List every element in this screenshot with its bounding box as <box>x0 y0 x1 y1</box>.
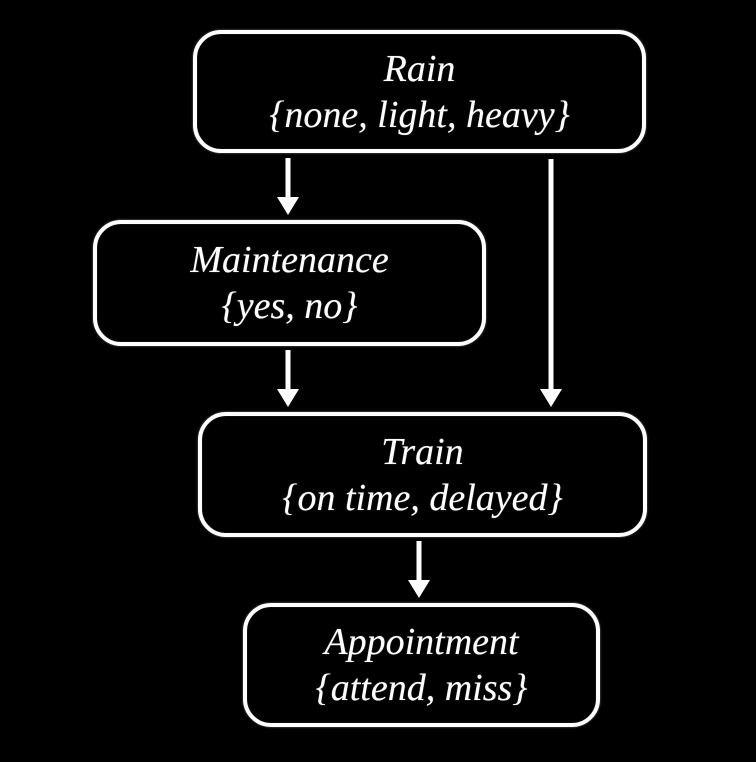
node-maintenance: Maintenance {yes, no} <box>93 220 486 346</box>
edge-rain-to-maintenance-arrow <box>277 158 299 215</box>
node-train-label: Train <box>381 430 464 473</box>
node-rain: Rain {none, light, heavy} <box>193 30 646 153</box>
node-appointment: Appointment {attend, miss} <box>243 603 600 727</box>
edge-maintenance-to-train-arrow <box>277 350 299 407</box>
edge-train-to-appointment-arrow <box>408 541 430 598</box>
node-maintenance-values: {yes, no} <box>221 285 358 327</box>
node-train-values: {on time, delayed} <box>282 476 563 519</box>
node-appointment-label: Appointment <box>324 621 519 663</box>
node-appointment-values: {attend, miss} <box>315 667 528 709</box>
node-train: Train {on time, delayed} <box>198 412 647 537</box>
node-maintenance-label: Maintenance <box>190 239 389 281</box>
node-rain-label: Rain <box>383 47 456 90</box>
edge-rain-to-train-arrow <box>540 159 562 407</box>
node-rain-values: {none, light, heavy} <box>269 93 570 136</box>
